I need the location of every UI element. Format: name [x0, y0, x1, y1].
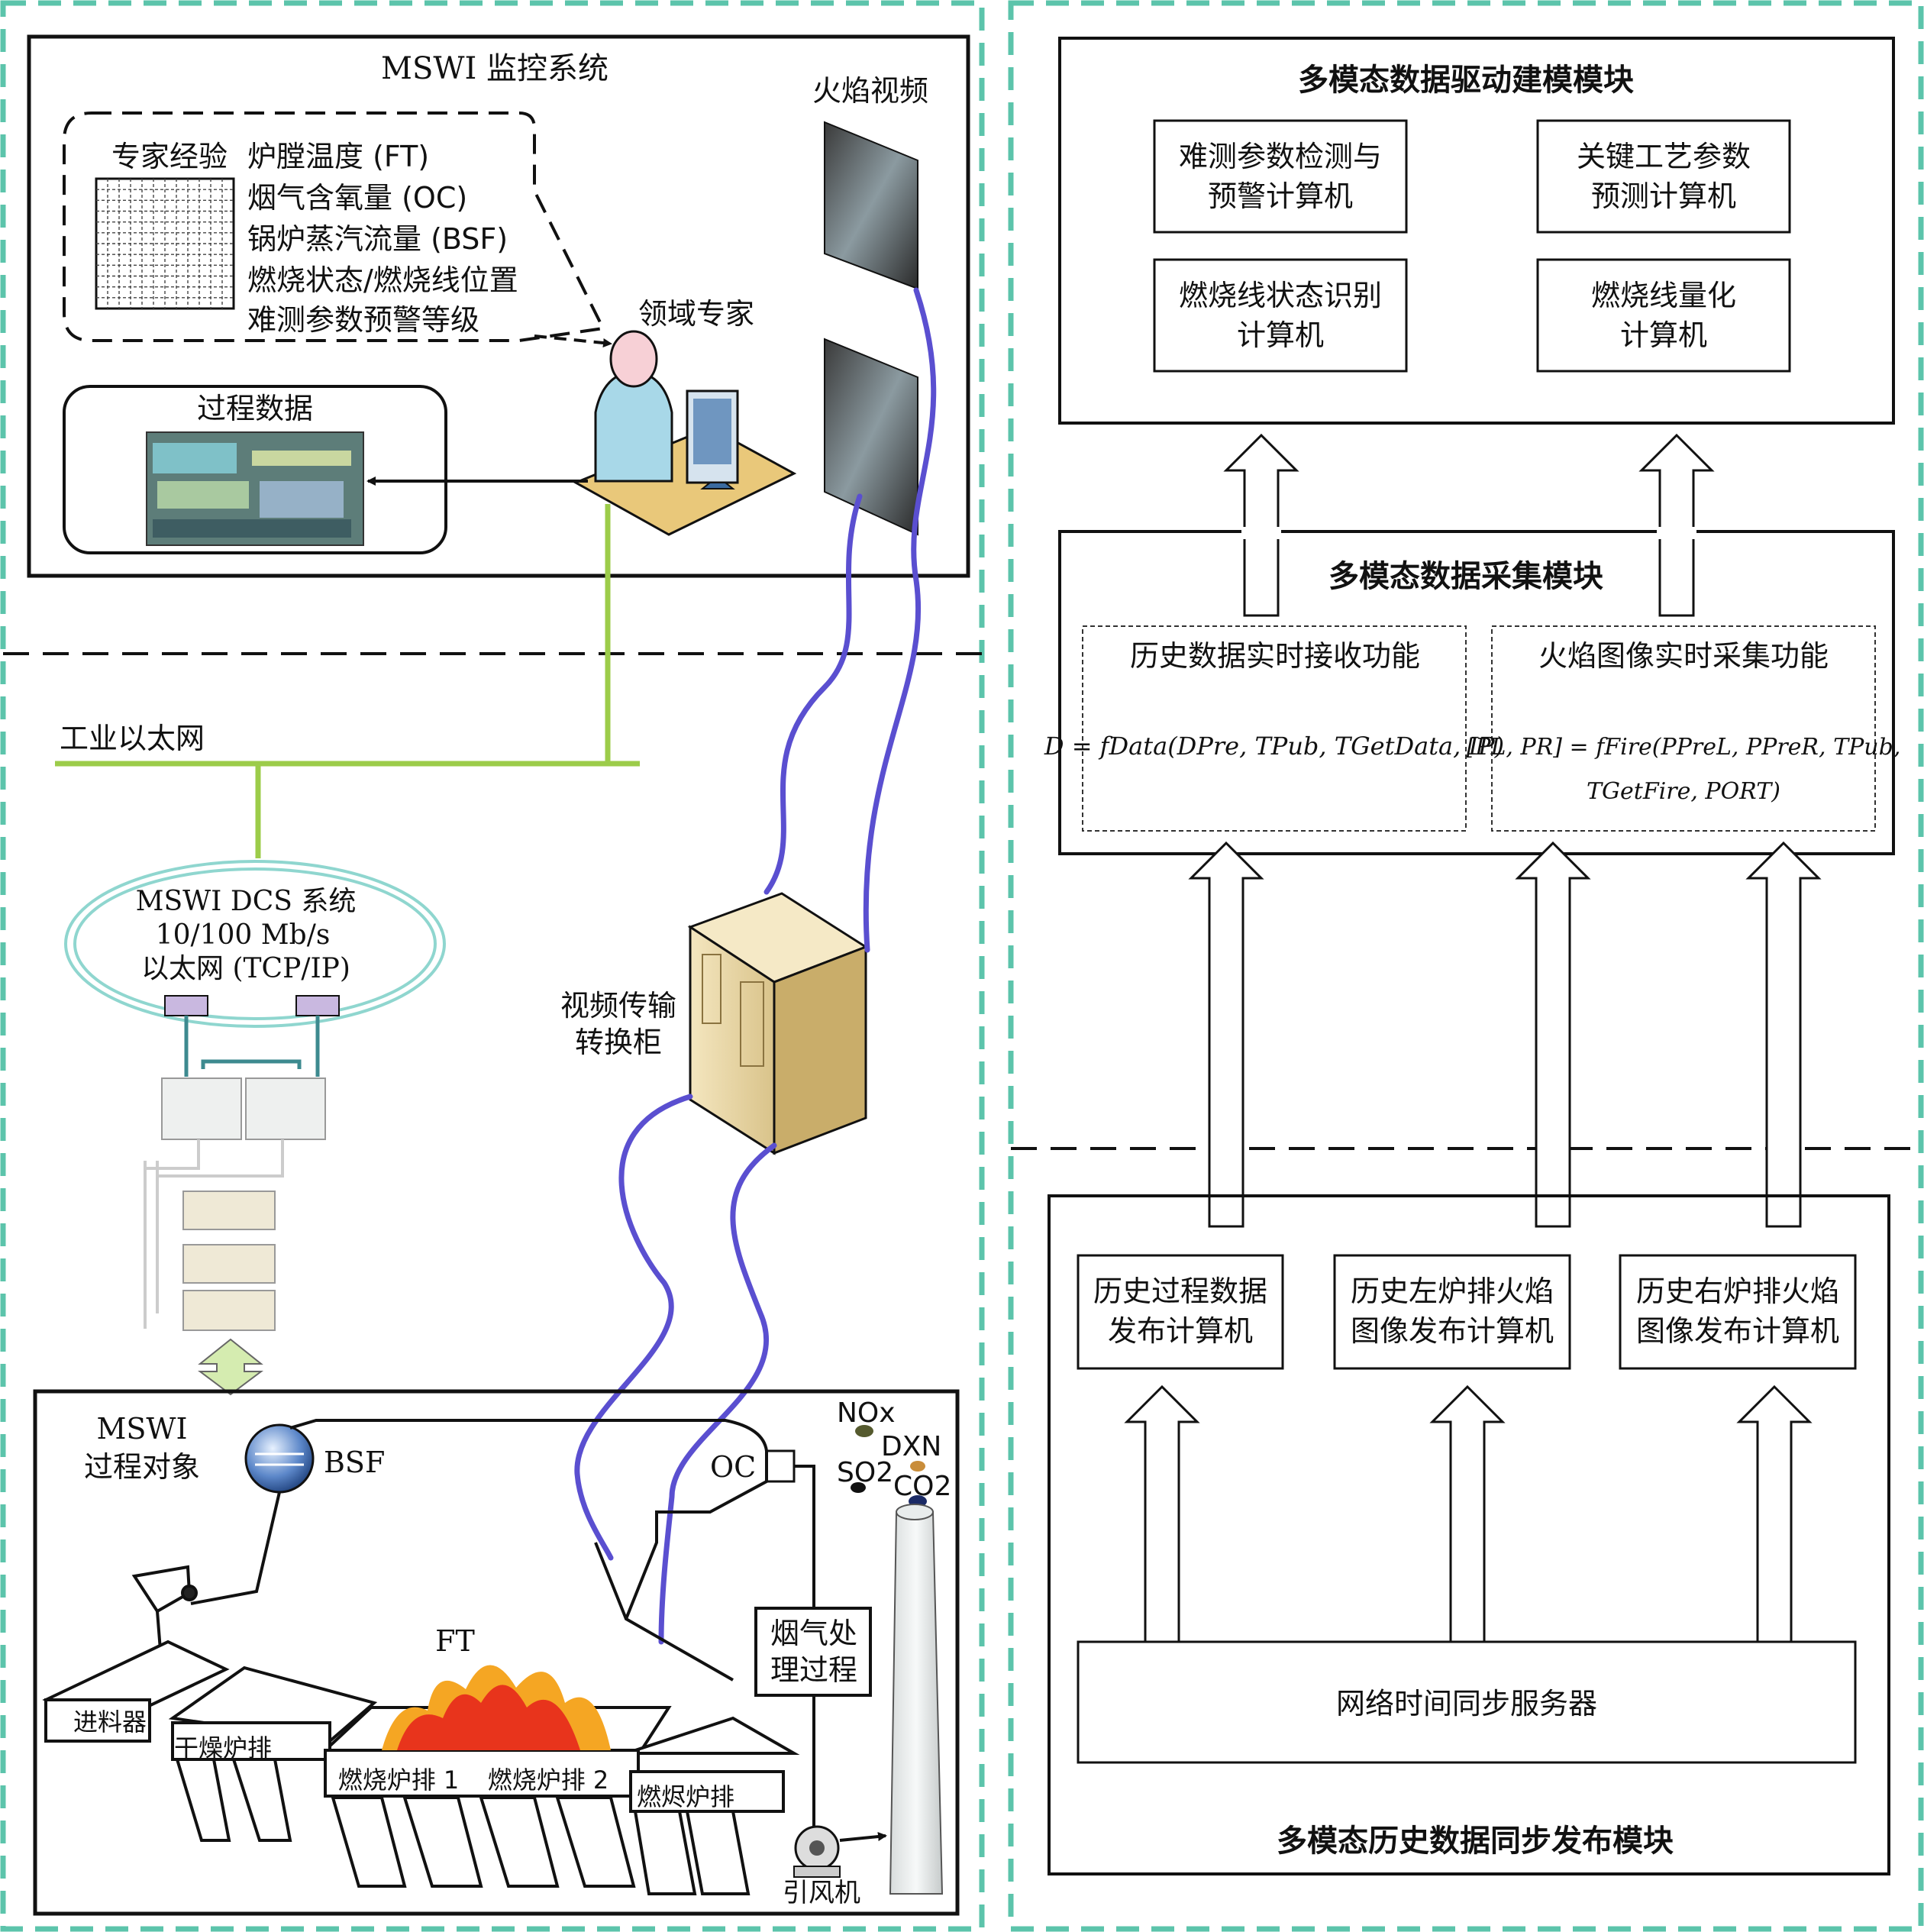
dcs-line3: 以太网 (TCP/IP)	[141, 953, 350, 984]
formula-data: D = fData(DPre, TPub, TGetData, IP)	[1044, 732, 1504, 761]
dcs-controllers	[144, 995, 340, 1331]
dcs-line1: MSWI DCS 系统	[136, 886, 357, 917]
publish-box3-line1: 历史右炉排火焰	[1636, 1275, 1839, 1308]
gas-dxn: DXN	[881, 1431, 941, 1462]
modeling-title: 多模态数据驱动建模模块	[1298, 63, 1634, 98]
modeling-box2-line1: 关键工艺参数	[1577, 140, 1751, 173]
modeling-box3-line2: 计算机	[1237, 318, 1324, 352]
collection-boxes	[1082, 625, 1876, 832]
expert-dashed-box	[63, 111, 606, 342]
flue-gas-line1: 烟气处	[770, 1617, 857, 1650]
oc-sensor	[765, 1449, 796, 1483]
up-arrows-to-publish	[1124, 1384, 1813, 1643]
publish-box2-line1: 历史左炉排火焰	[1351, 1275, 1554, 1308]
publish-box1-line1: 历史过程数据	[1093, 1275, 1267, 1308]
process-data-label: 过程数据	[197, 392, 313, 425]
bsf-sensor-icon	[244, 1423, 315, 1494]
monitor-system-box	[27, 34, 970, 578]
expert-at-desk-icon	[573, 330, 797, 536]
flue-gas-line2: 理过程	[770, 1653, 857, 1687]
publish-title: 多模态历史数据同步发布模块	[1277, 1824, 1674, 1859]
flame-video-frame-2	[824, 338, 918, 536]
drying-grate-label: 干燥炉排	[174, 1733, 272, 1762]
feeder-label: 进料器	[73, 1707, 147, 1737]
expert-experience-label: 专家经验	[111, 140, 228, 173]
process-data-screenshot	[146, 431, 364, 546]
domain-expert-label: 领域专家	[638, 297, 754, 331]
expert-item-warning: 难测参数预警等级	[247, 303, 479, 337]
modeling-box1-line1: 难测参数检测与	[1179, 140, 1382, 173]
publish-box1-line2: 发布计算机	[1108, 1314, 1253, 1348]
collection-module-box	[1058, 530, 1895, 855]
flame-video-frame-1	[824, 121, 918, 290]
publish-boxes	[1077, 1254, 1857, 1370]
process-data-box	[63, 385, 447, 554]
flame-video-label: 火焰视频	[812, 74, 928, 108]
modeling-box3-line1: 燃烧线状态识别	[1179, 279, 1382, 312]
green-network-lines	[55, 504, 640, 858]
ntp-server-box	[1077, 1640, 1857, 1764]
induced-fan-icon	[793, 1825, 841, 1878]
dcs-line2: 10/100 Mb/s	[156, 919, 331, 951]
oc-label: OC	[710, 1450, 756, 1484]
formula-fire-2: TGetFire, PORT)	[1587, 778, 1780, 805]
history-receive-label: 历史数据实时接收功能	[1130, 639, 1420, 673]
flue-gas-treatment-box	[754, 1607, 872, 1697]
video-cabinet-line2: 转换柜	[575, 1026, 662, 1059]
expert-grid-icon	[95, 177, 235, 310]
up-arrows-to-modeling	[1223, 433, 1715, 617]
ft-label: FT	[435, 1624, 475, 1658]
expert-item-ft: 炉膛温度 (FT)	[247, 140, 429, 173]
fan-to-chimney-arrow	[839, 1832, 887, 1842]
publish-box2-line2: 图像发布计算机	[1351, 1314, 1554, 1348]
expert-item-bsf: 锅炉蒸汽流量 (BSF)	[247, 222, 508, 256]
up-arrows-to-collection	[1188, 841, 1822, 1228]
combustion-grate-2-label: 燃烧炉排 2	[488, 1766, 609, 1795]
modeling-box4-line1: 燃烧线量化	[1591, 279, 1736, 312]
monitor-title: MSWI 监控系统	[381, 51, 609, 86]
modeling-box2-line2: 预测计算机	[1591, 179, 1736, 213]
gas-so2: SO2	[837, 1457, 893, 1488]
combustion-grate-1-label: 燃烧炉排 1	[338, 1766, 460, 1795]
process-object-line1: MSWI	[96, 1412, 187, 1446]
burnout-grate-label: 燃烬炉排	[637, 1782, 734, 1811]
video-cabinet-icon	[687, 892, 869, 1155]
gas-nox: NOx	[837, 1397, 896, 1429]
ntp-server-label: 网络时间同步服务器	[1336, 1687, 1597, 1720]
formula-fire-1: [PL, PR] = fFire(PPreL, PPreR, TPub,	[1467, 734, 1901, 761]
emission-gases: NOx DXN SO2 CO2	[837, 1397, 951, 1507]
dcs-double-arrow	[198, 1338, 263, 1396]
video-cabinet-line1: 视频传输	[560, 989, 676, 1023]
chimney-stack	[889, 1511, 944, 1895]
dcs-ring	[64, 860, 446, 1028]
process-object-line2: 过程对象	[84, 1450, 200, 1484]
induced-fan-label: 引风机	[783, 1878, 860, 1908]
expert-item-oc: 烟气含氧量 (OC)	[247, 181, 467, 215]
purple-video-cables	[574, 287, 937, 1645]
modeling-boxes	[1153, 119, 1791, 373]
modeling-module-box	[1058, 37, 1895, 425]
publish-module-box	[1048, 1194, 1890, 1875]
flame-capture-label: 火焰图像实时采集功能	[1538, 639, 1829, 673]
expert-dashed-arrow	[534, 334, 612, 347]
modeling-box1-line2: 预警计算机	[1208, 179, 1353, 213]
expert-item-combustion: 燃烧状态/燃烧线位置	[247, 263, 518, 297]
industrial-ethernet-label: 工业以太网	[60, 722, 205, 755]
bsf-label: BSF	[324, 1446, 385, 1479]
collection-title: 多模态数据采集模块	[1328, 559, 1603, 594]
expert-items-list: 炉膛温度 (FT) 烟气含氧量 (OC) 锅炉蒸汽流量 (BSF) 燃烧状态/燃…	[247, 140, 518, 337]
modeling-box4-line2: 计算机	[1620, 318, 1707, 352]
flame-icon	[382, 1665, 611, 1750]
process-object-box	[33, 1389, 960, 1916]
publish-box3-line2: 图像发布计算机	[1636, 1314, 1839, 1348]
